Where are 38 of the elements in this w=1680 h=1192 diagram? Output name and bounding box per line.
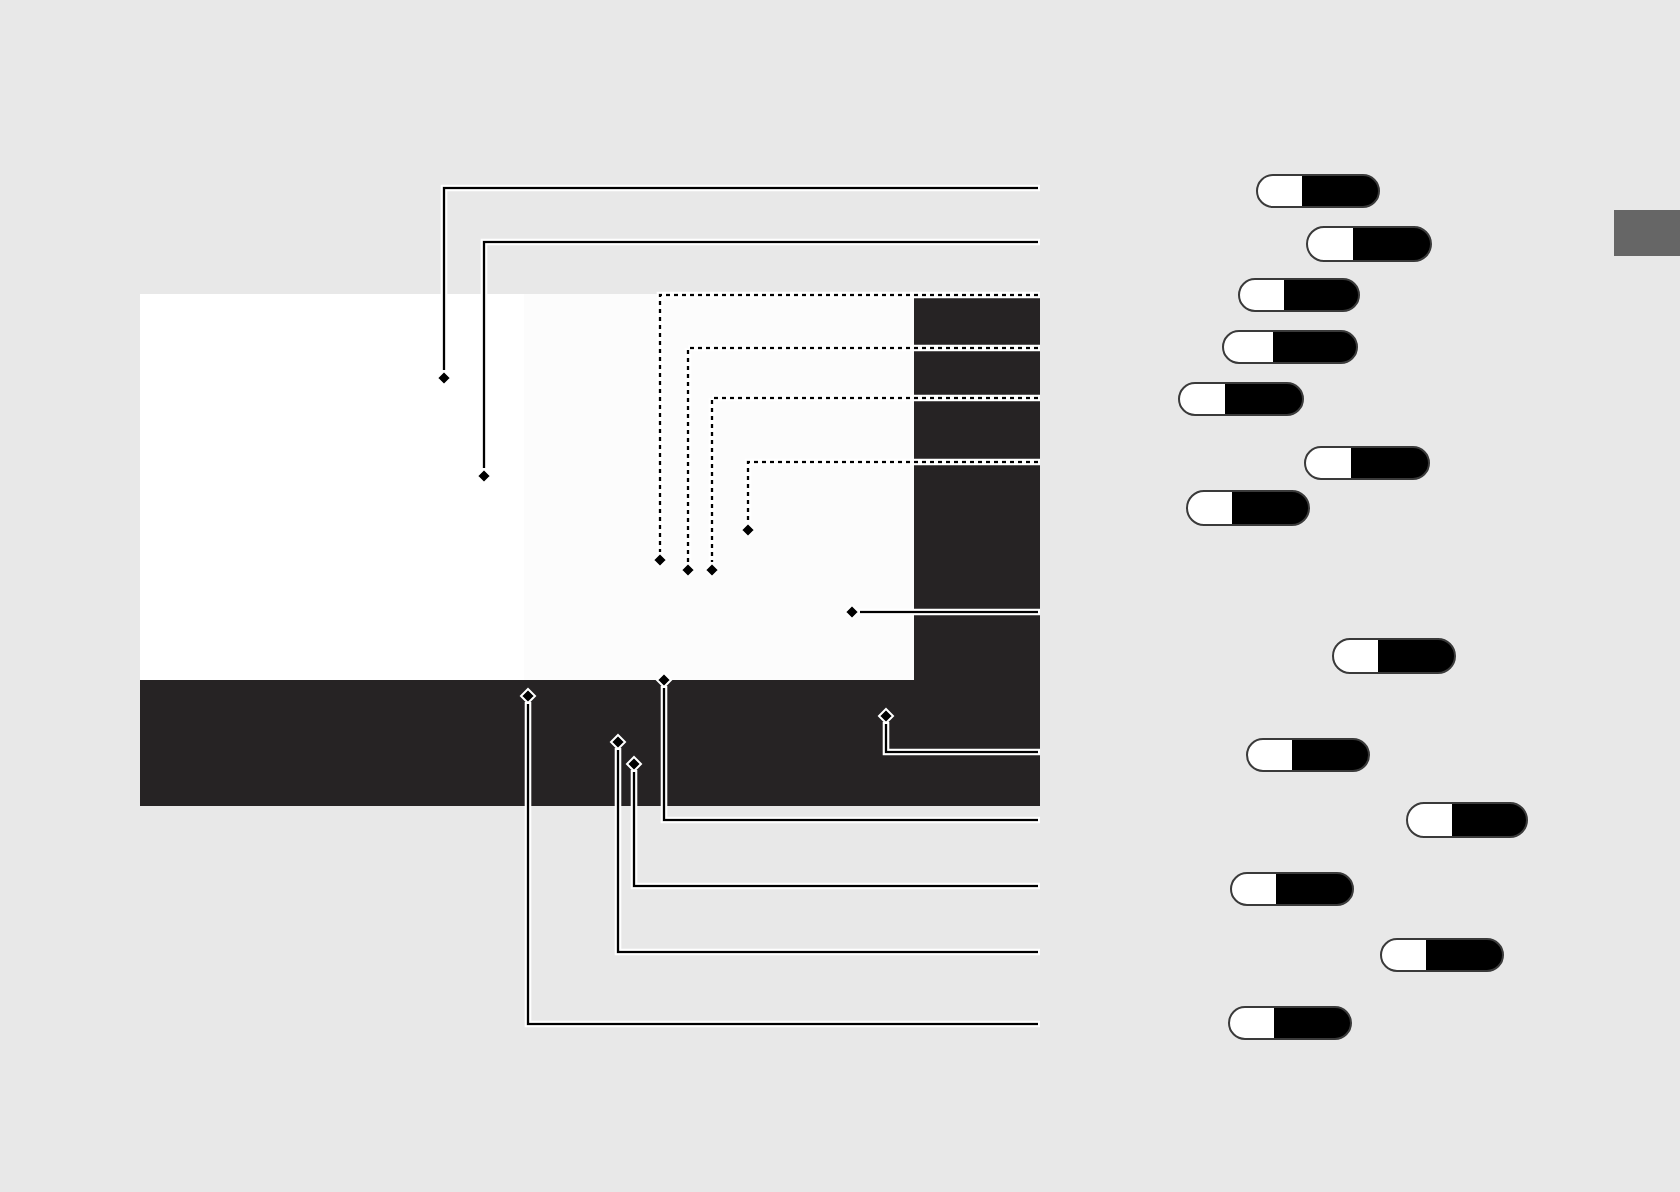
leader-line xyxy=(662,688,1038,822)
leader-line xyxy=(860,610,1038,614)
reference-badge xyxy=(1178,382,1304,416)
reference-badge xyxy=(1304,446,1430,480)
reference-badge xyxy=(1186,490,1310,526)
diamond-marker xyxy=(704,562,720,578)
leader-line xyxy=(482,240,1038,468)
diamond-marker xyxy=(878,708,894,724)
reference-badge xyxy=(1246,738,1370,772)
diamond-marker xyxy=(656,672,672,688)
reference-badge xyxy=(1228,1006,1352,1040)
diamond-marker xyxy=(844,604,860,620)
reference-badge xyxy=(1230,872,1354,906)
leader-line xyxy=(526,704,1038,1026)
reference-badge xyxy=(1406,802,1528,838)
diamond-marker xyxy=(436,370,452,386)
leader-line xyxy=(710,396,1038,562)
diamond-marker xyxy=(610,734,626,750)
diamond-marker xyxy=(652,552,668,568)
diamond-marker xyxy=(680,562,696,578)
reference-badge xyxy=(1332,638,1456,674)
leader-line xyxy=(746,460,1038,522)
reference-badge xyxy=(1256,174,1380,208)
diamond-marker xyxy=(626,756,642,772)
leader-line xyxy=(884,724,1038,754)
reference-badge xyxy=(1306,226,1432,262)
diamond-marker xyxy=(520,688,536,704)
reference-badge xyxy=(1222,330,1358,364)
leader-line xyxy=(442,186,1038,370)
leader-line xyxy=(658,293,1038,552)
reference-badge xyxy=(1238,278,1360,312)
leader-line xyxy=(686,346,1038,562)
diamond-marker xyxy=(476,468,492,484)
diamond-marker xyxy=(740,522,756,538)
leader-line xyxy=(616,750,1038,954)
leader-line xyxy=(632,772,1038,888)
illustration xyxy=(140,294,1040,806)
reference-badge xyxy=(1380,938,1504,972)
